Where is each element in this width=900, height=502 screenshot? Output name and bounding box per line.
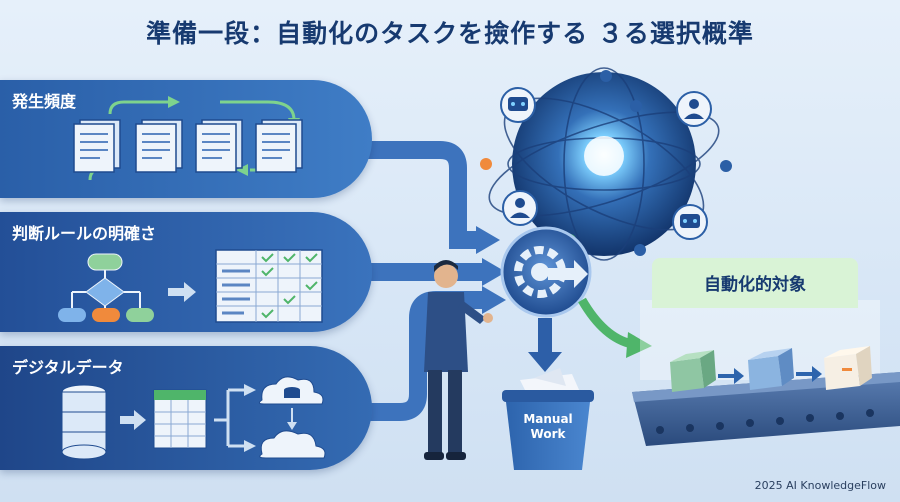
page-title: 準備一段：自動化のタスクを撿作する ３る選択概準	[146, 19, 754, 48]
flowchart-table-icon	[58, 249, 323, 323]
checklist-table-icon	[215, 249, 323, 323]
flow-arrow-frequency	[350, 141, 478, 249]
panel-label-frequency: 発生頻度	[12, 92, 77, 111]
robot-node-icon	[500, 87, 536, 123]
document-stack-icon	[195, 119, 243, 173]
copyright-text: 2025 AI KnowledgeFlow	[754, 479, 886, 492]
automation-gear-icon	[500, 226, 592, 318]
spreadsheet-icon	[153, 389, 207, 449]
automation-target-label: 自動化的対象	[704, 275, 806, 295]
data-flow-icon	[61, 376, 326, 460]
document-stack-icon	[73, 119, 121, 173]
ai-network-globe	[480, 67, 732, 261]
panel-label-digital-data: デジタルデータ	[12, 358, 124, 377]
manual-work-label-line1: Manual	[523, 412, 573, 426]
document-stack-icon	[255, 119, 303, 173]
document-cycle-icon	[73, 96, 303, 181]
automation-target-arrow	[578, 297, 652, 358]
robot-node-icon	[672, 204, 708, 240]
flow-arrowheads	[476, 226, 506, 314]
manual-work-bin	[502, 368, 594, 470]
cloud-icon	[259, 430, 326, 459]
document-stack-icon	[135, 119, 183, 173]
arrow-right-icon	[120, 410, 146, 430]
panel-digital-data: デジタルデータ	[0, 346, 372, 470]
person-node-icon	[502, 190, 538, 226]
panel-label-rule-clarity: 判断ルールの明確さ	[12, 224, 157, 243]
arrow-right-icon	[168, 282, 196, 302]
person-node-icon	[676, 91, 712, 127]
manual-work-arrow	[528, 318, 562, 372]
manual-work-label-line2: Work	[530, 427, 566, 441]
belt-arrows	[718, 366, 822, 384]
box-icon	[748, 348, 794, 390]
database-icon	[61, 384, 107, 460]
panel-rule-clarity: 判断ルールの明確さ	[0, 212, 372, 332]
panel-frequency: 発生頻度	[0, 80, 372, 198]
box-icon	[824, 346, 872, 390]
flowchart-icon	[58, 253, 154, 322]
automation-target-panel: 自動化的対象	[652, 258, 858, 308]
box-icon	[670, 350, 716, 392]
manual-work-label: Manual Work	[508, 412, 588, 442]
cloud-database-icon	[258, 376, 324, 405]
person-figure	[424, 260, 493, 460]
